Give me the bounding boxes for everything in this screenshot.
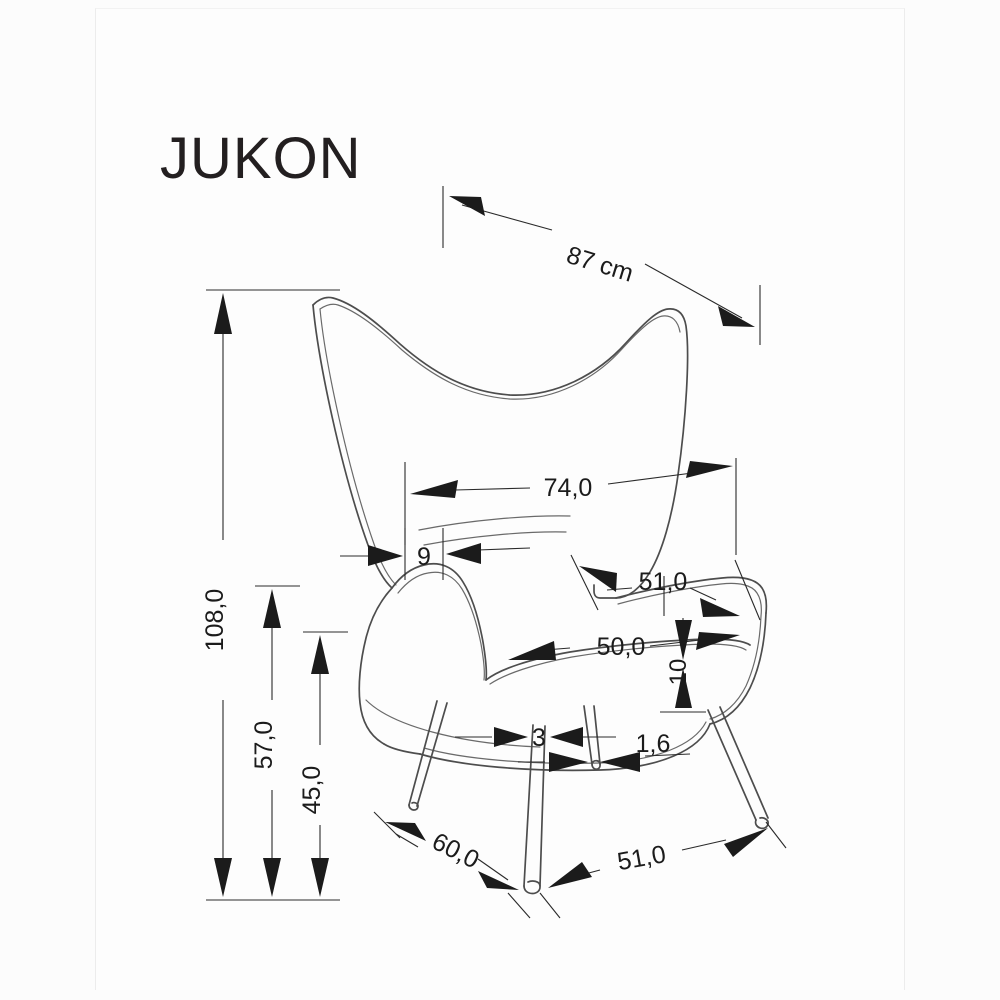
arrowhead-right <box>718 306 755 327</box>
leg-front-left <box>408 700 448 807</box>
arrowhead-left <box>494 727 528 747</box>
dimension-seat-height: 45,0 <box>298 631 348 897</box>
dimension-label-overall-width: 87 cm <box>563 241 636 288</box>
arrowhead-left <box>368 545 403 566</box>
arrowhead-left <box>579 566 617 592</box>
dimension-armrest-thickness: 9 <box>340 528 531 580</box>
seat-front-edge <box>419 723 711 772</box>
arrowhead-right <box>550 727 583 747</box>
dimension-label-seat-height: 45,0 <box>298 766 326 815</box>
left-armrest-inner <box>397 571 485 681</box>
arrowhead-right <box>700 598 740 617</box>
backrest-left-edge-inner <box>319 308 397 586</box>
arrowhead-lower <box>478 871 519 890</box>
page-title: JUKON <box>160 126 362 191</box>
arrowhead-right <box>600 752 640 772</box>
arrowhead-right <box>724 828 768 857</box>
arrowhead-bottom <box>311 858 329 897</box>
arrowhead-right <box>686 461 733 478</box>
dimension-label-seat-width: 50,0 <box>597 633 646 661</box>
arrowhead-bottom <box>263 858 281 897</box>
dimension-seat-cushion-thickness: 10 <box>660 576 706 713</box>
dimension-label-leg-spread-width: 51,0 <box>615 840 668 876</box>
leg-front-left-foot <box>408 801 419 811</box>
dimension-seat-width: 50,0 <box>508 632 740 661</box>
leg-front-center-foot <box>523 880 541 895</box>
dimension-overall-height: 108,0 <box>201 289 340 901</box>
back-cushion-seam-2 <box>423 531 567 546</box>
dimension-label-leg-top-diameter: 3 <box>532 724 546 752</box>
dimension-leg-spread-width: 51,0 <box>539 821 787 919</box>
dimension-leg-spread-depth: 60,0 <box>373 811 531 919</box>
arrowhead-right <box>696 632 740 650</box>
dimension-backrest-height: 57,0 <box>250 585 300 897</box>
dimension-seat-depth-upper: 51,0 <box>570 554 761 621</box>
arrowhead-left <box>508 641 556 660</box>
arrowhead-bottom <box>214 858 232 897</box>
right-side-panel <box>709 612 767 725</box>
right-armrest-top-inner <box>617 582 762 617</box>
seat-base-left <box>383 743 421 755</box>
dimension-label-leg-spread-depth: 60,0 <box>428 827 484 874</box>
dimension-label-leg-bottom-diameter: 1,6 <box>636 730 671 758</box>
arrowhead-top <box>263 589 281 628</box>
dimension-label-seat-depth-upper: 51,0 <box>639 568 688 596</box>
seat-surface-inner <box>489 643 747 685</box>
arrowhead-down <box>675 620 692 660</box>
arrowhead-up <box>675 668 692 708</box>
backrest-inner-seam <box>319 303 681 400</box>
backrest-outline <box>312 296 689 599</box>
dimension-overall-width: 87 cm <box>442 186 761 345</box>
arrowhead-top <box>214 293 232 334</box>
arrowhead-left <box>549 752 588 772</box>
arrowhead-upper <box>385 822 426 841</box>
backrest-left-edge <box>312 304 393 589</box>
arrowhead-left <box>410 480 458 498</box>
dimension-label-armrest-span: 74,0 <box>544 474 593 502</box>
arrowhead-right <box>446 543 481 564</box>
leg-rear-center-foot <box>591 759 601 771</box>
seat-surface <box>485 638 751 681</box>
left-armrest-outline <box>391 563 488 681</box>
seat-underside <box>365 699 541 748</box>
dimension-label-overall-height: 108,0 <box>201 589 229 652</box>
arrowhead-top <box>311 635 329 674</box>
arrowhead-left <box>449 196 485 216</box>
dimension-label-seat-cushion-thickness: 10 <box>665 659 692 686</box>
right-armrest-top <box>615 576 768 614</box>
leg-right <box>707 706 769 821</box>
dimension-label-armrest-thickness: 9 <box>417 543 431 571</box>
armchair-illustration <box>312 296 769 895</box>
left-side-panel <box>358 587 393 745</box>
leg-front-center <box>523 724 546 887</box>
dimension-leg-top-diameter: 3 <box>455 724 616 752</box>
arrowhead-left <box>548 862 592 888</box>
dimension-leg-bottom-diameter: 1,6 <box>518 730 691 772</box>
dimension-label-backrest-height: 57,0 <box>250 721 278 770</box>
right-side-panel-inner <box>709 615 762 720</box>
leg-rear-center <box>583 705 601 765</box>
back-cushion-seam <box>418 515 571 531</box>
